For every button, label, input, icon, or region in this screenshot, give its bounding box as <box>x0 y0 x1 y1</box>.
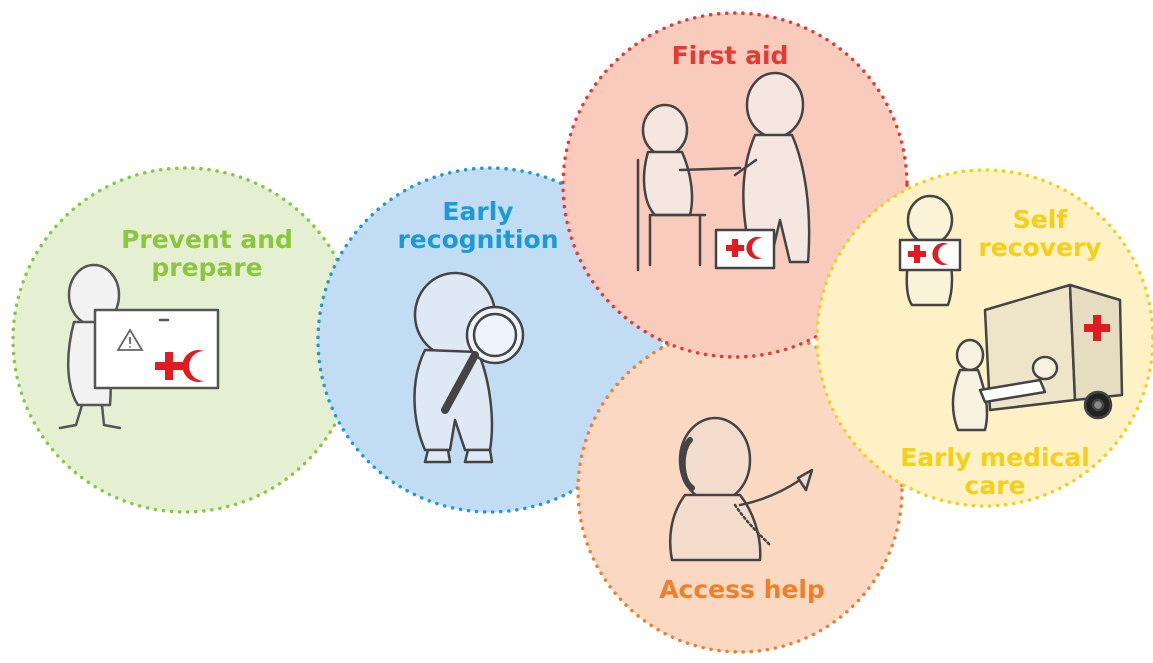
label-prevent-and-prepare: Prevent and prepare <box>92 226 322 282</box>
first-aid-scene-illustration <box>636 71 811 272</box>
label-self-recovery: Self recovery <box>960 206 1120 262</box>
label-early-recognition: Early recognition <box>388 198 568 254</box>
ambulance-icon <box>951 283 1124 432</box>
label-line: Early <box>442 197 514 226</box>
label-line: Self <box>1012 205 1068 234</box>
first-aid-kit-icon <box>726 237 762 260</box>
warning-sign-icon <box>116 328 144 351</box>
telephone-icon <box>669 416 814 562</box>
magnifying-glass-icon <box>413 271 525 464</box>
label-early-medical-care: Early medical care <box>885 444 1105 500</box>
label-line: Prevent and <box>121 225 293 254</box>
prevent-figure-illustration <box>58 263 220 430</box>
label-access-help: Access help <box>637 576 847 604</box>
red-cross-crescent-icon <box>1084 313 1132 343</box>
label-line: recovery <box>978 233 1102 262</box>
label-line: First aid <box>671 41 789 70</box>
self-recovery-figure-illustration <box>898 194 962 307</box>
red-cross-crescent-icon <box>908 242 948 265</box>
circle-first-aid <box>561 11 909 359</box>
label-line: prepare <box>151 253 263 282</box>
label-line: Access help <box>659 575 825 604</box>
label-line: recognition <box>397 225 559 254</box>
label-line: care <box>964 471 1026 500</box>
label-first-aid: First aid <box>640 42 820 70</box>
label-line: Early medical <box>900 443 1090 472</box>
red-cross-crescent-icon <box>155 350 204 382</box>
